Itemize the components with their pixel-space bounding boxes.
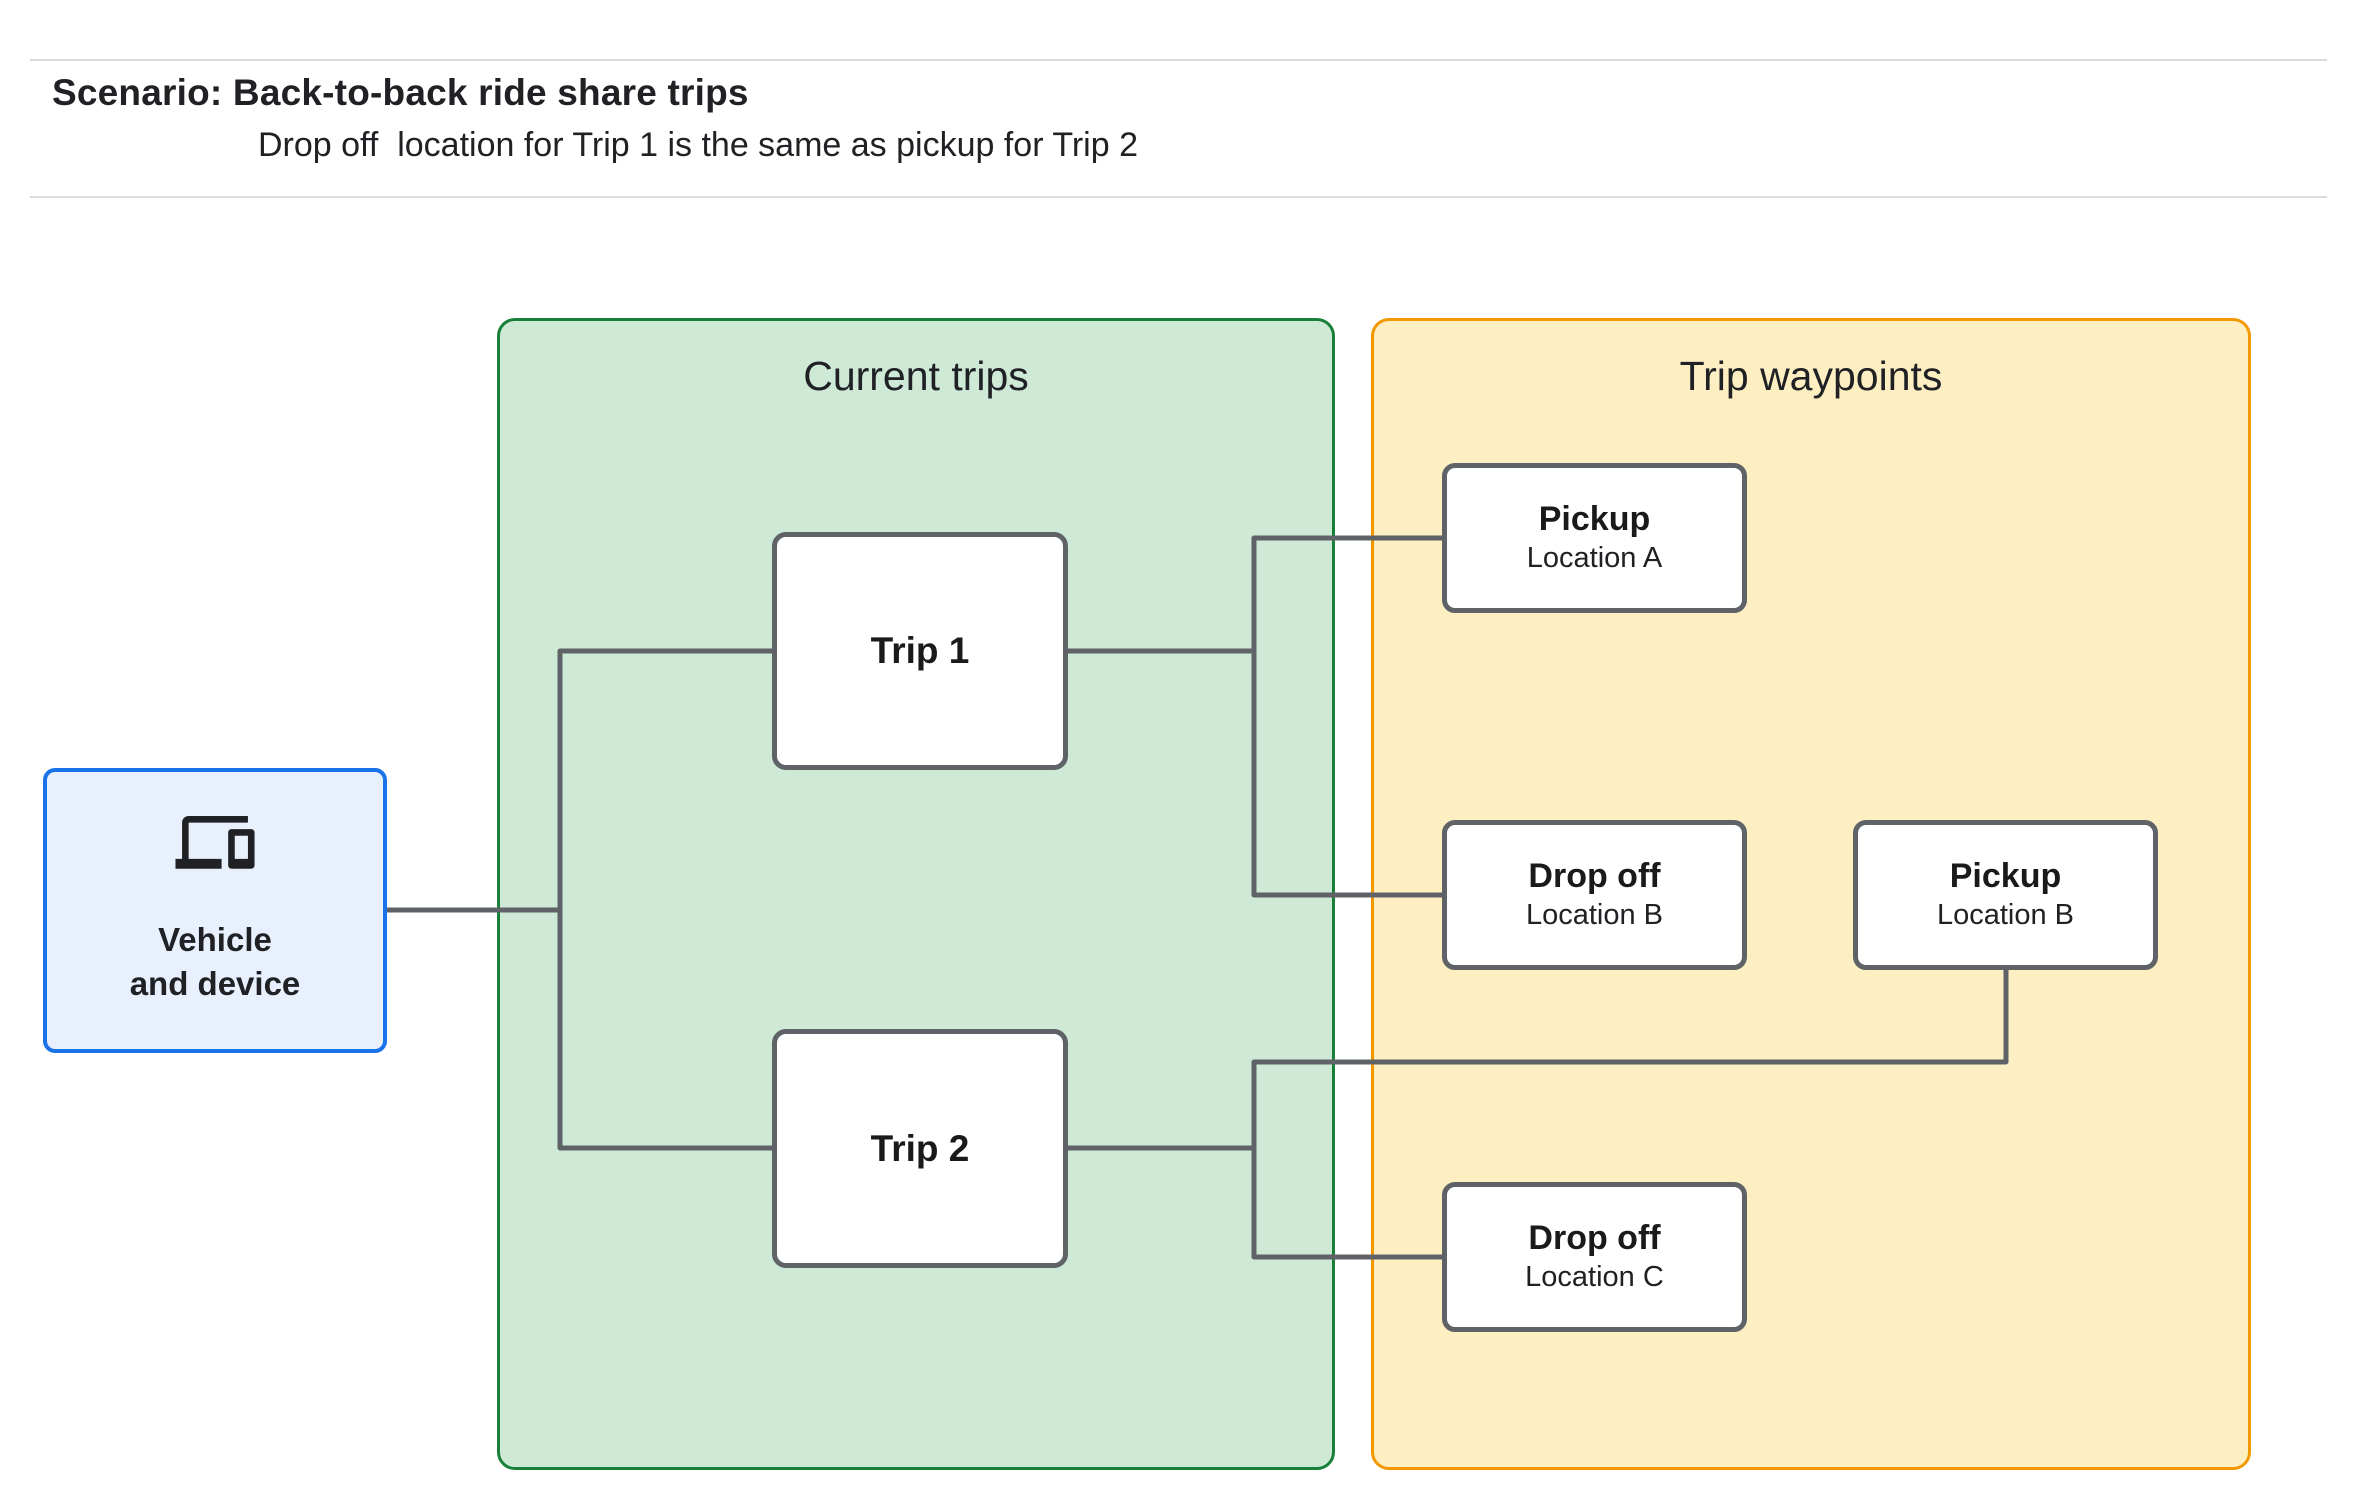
top-divider xyxy=(30,59,2327,61)
pickup-b-title: Pickup xyxy=(1949,856,2062,895)
trip-waypoints-panel-title: Trip waypoints xyxy=(1679,353,1943,399)
pickup-location-b-node: Pickup Location B xyxy=(1853,820,2158,970)
dropoff-location-c-node: Drop off Location C xyxy=(1442,1182,1747,1332)
pickup-b-subtitle: Location B xyxy=(1936,899,2075,932)
dropoff-b-subtitle: Location B xyxy=(1525,899,1664,932)
pickup-location-a-node: Pickup Location A xyxy=(1442,463,1747,613)
pickup-a-title: Pickup xyxy=(1538,499,1651,538)
header-divider xyxy=(30,196,2327,198)
trip-2-label: Trip 2 xyxy=(870,1127,970,1169)
current-trips-panel-title: Current trips xyxy=(803,353,1029,399)
page-subtitle: Drop off location for Trip 1 is the same… xyxy=(258,126,1138,164)
vehicle-and-device-label: Vehicle and device xyxy=(129,920,301,1002)
trip-1-node: Trip 1 xyxy=(772,532,1068,770)
trip-2-node: Trip 2 xyxy=(772,1029,1068,1268)
dropoff-c-title: Drop off xyxy=(1528,1218,1661,1257)
dropoff-c-subtitle: Location C xyxy=(1525,1261,1664,1294)
dropoff-b-title: Drop off xyxy=(1528,856,1661,895)
dropoff-location-b-node: Drop off Location B xyxy=(1442,820,1747,970)
page-title: Scenario: Back-to-back ride share trips xyxy=(52,72,749,113)
trip-1-label: Trip 1 xyxy=(870,630,970,671)
pickup-a-subtitle: Location A xyxy=(1526,542,1663,575)
vehicle-and-device-node: Vehicle and device xyxy=(43,768,387,1053)
devices-icon xyxy=(175,815,255,869)
current-trips-panel: Current trips xyxy=(497,318,1335,1470)
